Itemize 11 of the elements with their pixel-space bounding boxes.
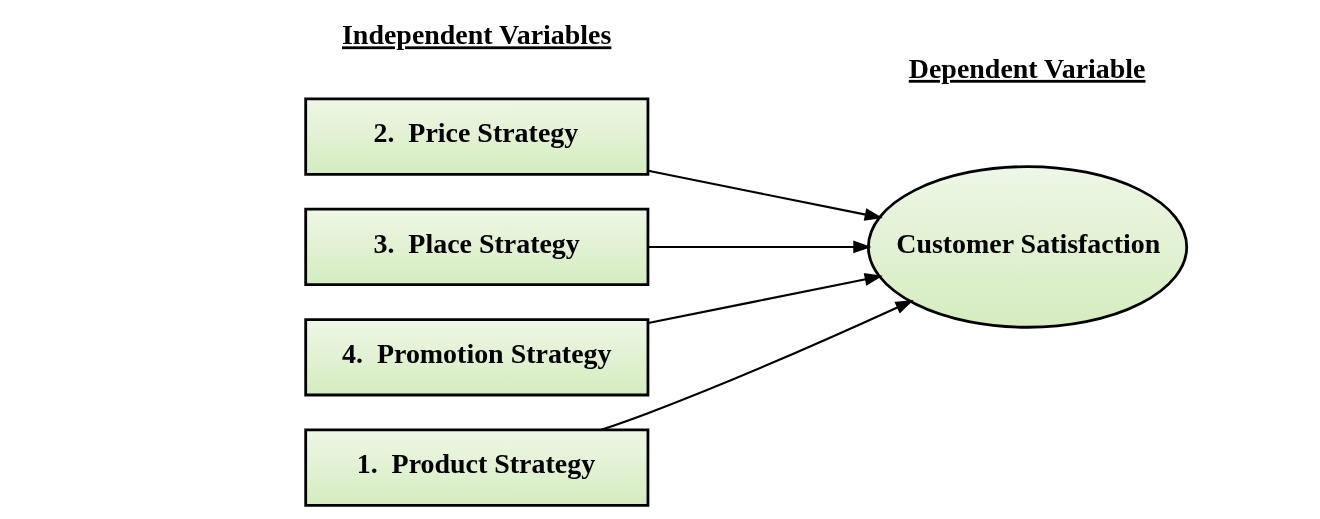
- arrow: [648, 169, 883, 221]
- node-box: 4. Promotion Strategy: [304, 318, 650, 397]
- node-box: 3. Place Strategy: [304, 207, 650, 287]
- label: Dependent Variable: [908, 52, 1146, 84]
- arrow: [648, 273, 883, 325]
- node-ellipse: Customer Satisfaction: [867, 165, 1189, 329]
- node-box: 2. Price Strategy: [304, 97, 650, 176]
- label: Independent Variables: [342, 19, 612, 51]
- arrow: [648, 240, 872, 254]
- node-box: 1. Product Strategy: [304, 428, 650, 507]
- arrow: [600, 300, 914, 431]
